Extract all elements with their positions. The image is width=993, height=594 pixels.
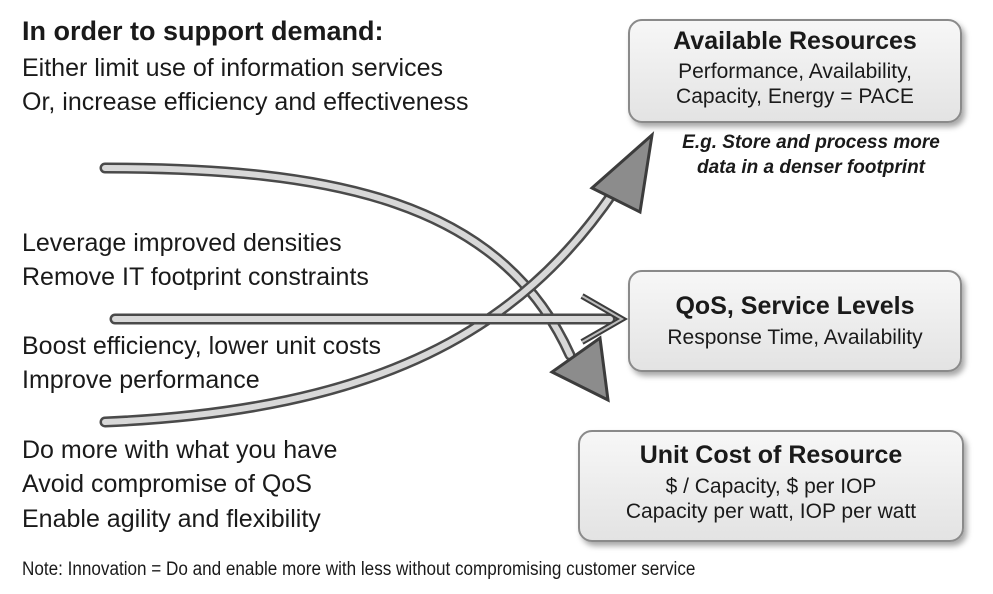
- heading: In order to support demand:: [22, 16, 384, 46]
- arrow-to-unit-cost: [99, 162, 610, 403]
- unit-cost-title: Unit Cost of Resource: [639, 441, 903, 469]
- group1-line-1: Leverage improved densities: [22, 229, 342, 257]
- intro-line-2: Or, increase efficiency and effectivenes…: [22, 88, 469, 116]
- group2-line-2: Improve performance: [22, 366, 260, 394]
- group3-line-1: Do more with what you have: [22, 436, 338, 464]
- available-resources-title: Available Resources: [673, 27, 917, 55]
- group3-line-2: Avoid compromise of QoS: [22, 470, 312, 498]
- unit-cost-line-1: $ / Capacity, $ per IOP: [665, 475, 877, 498]
- qos-title: QoS, Service Levels: [675, 292, 915, 320]
- available-resources-line-2: Capacity, Energy = PACE: [676, 85, 914, 109]
- resources-example-line-1: E.g. Store and process more: [682, 132, 940, 153]
- group3-line-3: Enable agility and flexibility: [22, 505, 321, 533]
- group2-line-1: Boost efficiency, lower unit costs: [22, 332, 381, 360]
- footnote: Note: Innovation = Do and enable more wi…: [22, 559, 696, 580]
- group1-line-2: Remove IT footprint constraints: [22, 263, 369, 291]
- available-resources-box: Available Resources Performance, Availab…: [628, 19, 962, 123]
- available-resources-line-1: Performance, Availability,: [678, 60, 912, 83]
- intro-line-1: Either limit use of information services: [22, 54, 443, 82]
- resources-example-note: E.g. Store and process more data in a de…: [646, 131, 976, 180]
- arrow-to-qos: [109, 293, 629, 345]
- unit-cost-box: Unit Cost of Resource $ / Capacity, $ pe…: [578, 430, 964, 542]
- qos-box: QoS, Service Levels Response Time, Avail…: [628, 270, 962, 372]
- qos-line-1: Response Time, Availability: [667, 326, 923, 349]
- unit-cost-line-2: Capacity per watt, IOP per watt: [625, 500, 917, 524]
- arrow-to-resources: [99, 131, 655, 428]
- resources-example-line-2: data in a denser footprint: [696, 156, 926, 178]
